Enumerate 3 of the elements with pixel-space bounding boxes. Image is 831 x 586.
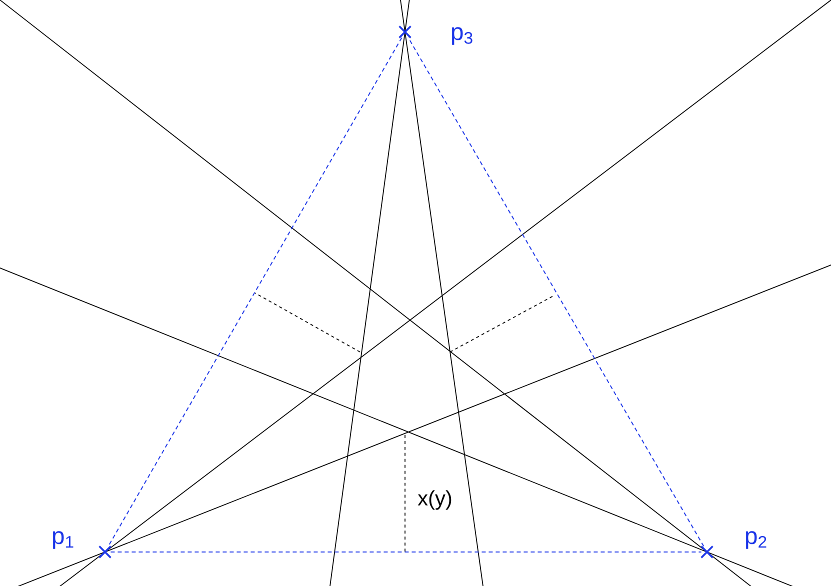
point-label: x(y) [418,490,452,510]
dashed-line [108,37,402,547]
dashed-line [408,37,704,547]
